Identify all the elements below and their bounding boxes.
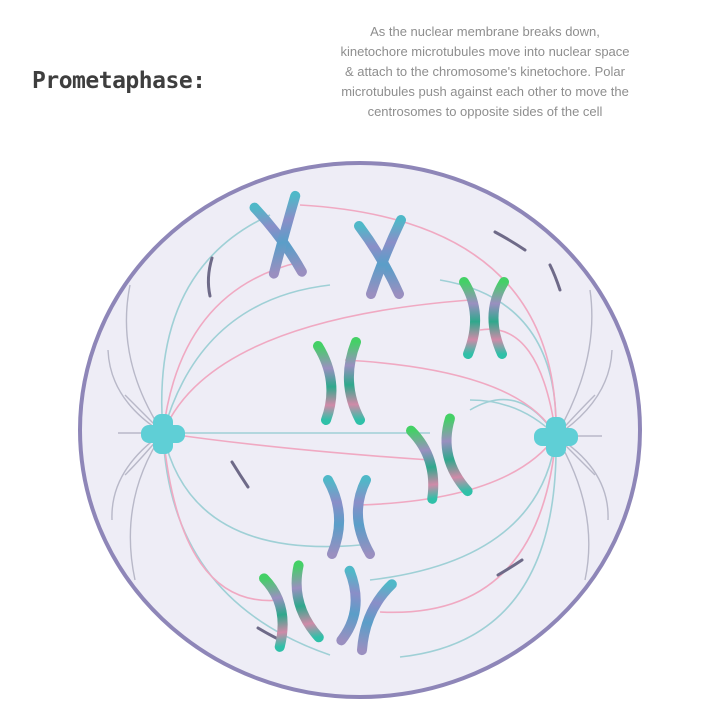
description-line: microtubules push against each other to … <box>341 84 629 99</box>
phase-title: Prometaphase: <box>32 68 206 94</box>
chromosome-icon <box>405 413 473 504</box>
chromosome-icon <box>313 337 365 425</box>
chromosome-icon <box>354 215 406 299</box>
phase-description: As the nuclear membrane breaks down, kin… <box>250 22 720 122</box>
description-line: As the nuclear membrane breaks down, <box>370 24 600 39</box>
description-line: & attach to the chromosome's kinetochore… <box>345 64 625 79</box>
chromosome-icon <box>259 560 324 652</box>
description-line: centrosomes to opposite sides of the cel… <box>367 104 603 119</box>
centrosome-right-icon <box>534 417 578 457</box>
chromosome-icon <box>336 565 397 656</box>
nuclear-membrane-fragments <box>206 230 562 642</box>
chromosome-icon <box>323 475 375 559</box>
chromosome-icon <box>459 277 509 359</box>
chromosome-icon <box>249 190 307 279</box>
description-line: kinetochore microtubules move into nucle… <box>340 44 630 59</box>
centrosome-left-icon <box>141 414 185 454</box>
